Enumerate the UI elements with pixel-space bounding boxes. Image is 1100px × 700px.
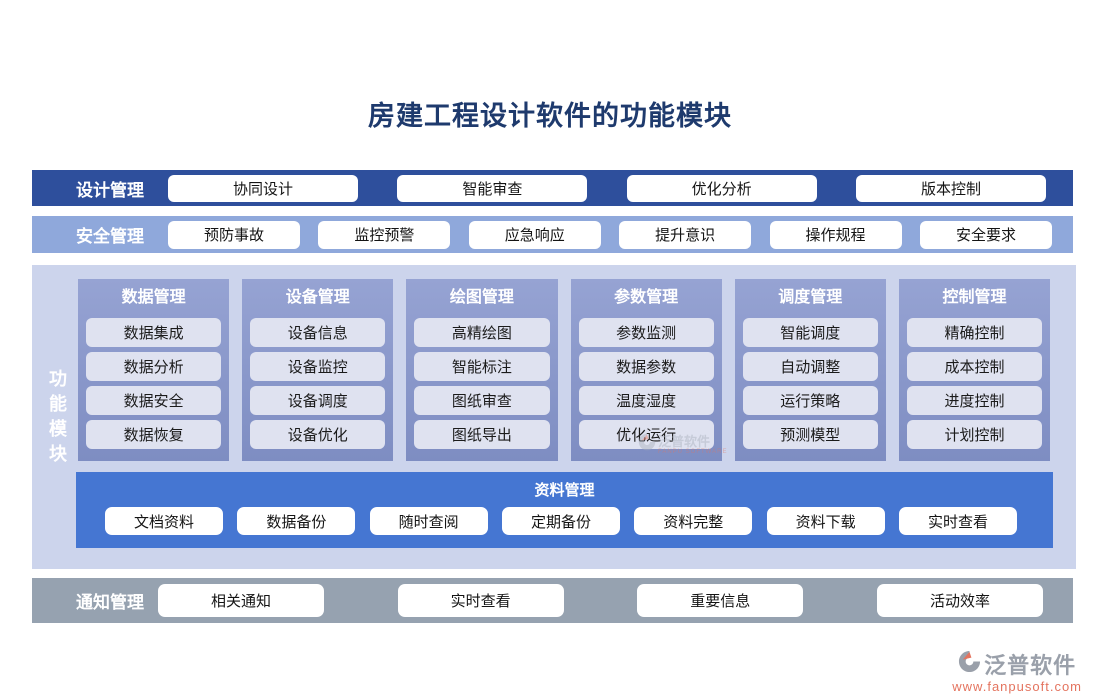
module-item[interactable]: 温度湿度 <box>578 386 714 415</box>
material-bar-label: 资料管理 <box>534 482 595 499</box>
related-notice-button[interactable]: 相关通知 <box>158 584 324 617</box>
data-backup-button[interactable]: 数据备份 <box>237 507 356 535</box>
column-parameter-management: 参数管理 参数监测 数据参数 温度湿度 优化运行 <box>570 279 722 461</box>
notice-bar-label: 通知管理 <box>76 593 144 612</box>
operation-rules-button[interactable]: 操作规程 <box>769 220 902 249</box>
module-item[interactable]: 智能标注 <box>414 352 550 381</box>
material-download-button[interactable]: 资料下载 <box>766 507 885 535</box>
notice-management-bar: 通知管理 相关通知 实时查看 重要信息 活动效率 <box>32 578 1073 623</box>
accident-prevention-button[interactable]: 预防事故 <box>168 220 300 249</box>
material-complete-button[interactable]: 资料完整 <box>634 507 753 535</box>
monitor-warning-button[interactable]: 监控预警 <box>318 220 451 249</box>
emergency-response-button[interactable]: 应急响应 <box>468 220 601 249</box>
column-header: 参数管理 <box>614 289 679 306</box>
column-header: 控制管理 <box>942 289 1007 306</box>
function-modules-panel: 功能模块 数据管理 数据集成 数据分析 数据安全 数据恢复 设备管理 设备信息 … <box>32 265 1076 569</box>
module-item[interactable]: 自动调整 <box>742 352 878 381</box>
version-control-button[interactable]: 版本控制 <box>855 174 1046 202</box>
module-item[interactable]: 图纸导出 <box>414 420 550 449</box>
column-equipment-management: 设备管理 设备信息 设备监控 设备调度 设备优化 <box>242 279 394 461</box>
module-item[interactable]: 高精绘图 <box>414 318 550 347</box>
awareness-button[interactable]: 提升意识 <box>619 220 752 249</box>
module-item[interactable]: 设备优化 <box>250 420 386 449</box>
activity-efficiency-button[interactable]: 活动效率 <box>876 584 1043 617</box>
module-item[interactable]: 计划控制 <box>906 420 1043 449</box>
module-item[interactable]: 预测模型 <box>742 420 878 449</box>
module-item[interactable]: 图纸审查 <box>414 386 550 415</box>
column-drawing-management: 绘图管理 高精绘图 智能标注 图纸审查 图纸导出 <box>406 279 558 461</box>
module-item[interactable]: 设备调度 <box>250 386 386 415</box>
important-info-button[interactable]: 重要信息 <box>637 584 804 617</box>
page-title: 房建工程设计软件的功能模块 <box>368 101 732 131</box>
column-header: 调度管理 <box>778 289 843 306</box>
safety-bar-buttons: 预防事故 监控预警 应急响应 提升意识 操作规程 安全要求 <box>158 220 1073 249</box>
column-header: 设备管理 <box>285 289 350 306</box>
module-item[interactable]: 数据参数 <box>578 352 714 381</box>
design-bar-buttons: 协同设计 智能审查 优化分析 版本控制 <box>158 174 1073 202</box>
scheduled-backup-button[interactable]: 定期备份 <box>501 507 620 535</box>
fanpu-logo: 泛普软件 www.fanpusoft.com <box>952 648 1082 694</box>
anytime-view-button[interactable]: 随时查阅 <box>369 507 488 535</box>
column-dispatch-management: 调度管理 智能调度 自动调整 运行策略 预测模型 <box>734 279 886 461</box>
realtime-view-button[interactable]: 实时查看 <box>898 507 1017 535</box>
logo-url: www.fanpusoft.com <box>952 679 1082 694</box>
column-header: 数据管理 <box>121 289 186 306</box>
smart-review-button[interactable]: 智能审查 <box>397 174 588 202</box>
module-item[interactable]: 参数监测 <box>578 318 714 347</box>
document-material-button[interactable]: 文档资料 <box>105 507 223 535</box>
module-item[interactable]: 优化运行 <box>578 420 714 449</box>
realtime-view-notice-button[interactable]: 实时查看 <box>397 584 564 617</box>
module-item[interactable]: 数据分析 <box>86 352 222 381</box>
column-control-management: 控制管理 精确控制 成本控制 进度控制 计划控制 <box>898 279 1051 461</box>
optimize-analysis-button[interactable]: 优化分析 <box>626 174 817 202</box>
module-item[interactable]: 智能调度 <box>742 318 878 347</box>
material-management-bar: 资料管理 文档资料 数据备份 随时查阅 定期备份 资料完整 资料下载 实时查看 <box>76 472 1053 548</box>
design-management-bar: 设计管理 协同设计 智能审查 优化分析 版本控制 <box>32 170 1073 206</box>
module-item[interactable]: 成本控制 <box>906 352 1043 381</box>
safety-requirements-button[interactable]: 安全要求 <box>919 220 1052 249</box>
function-modules-side-label: 功能模块 <box>49 369 67 464</box>
module-item[interactable]: 进度控制 <box>906 386 1043 415</box>
safety-bar-label: 安全管理 <box>76 227 144 246</box>
collab-design-button[interactable]: 协同设计 <box>168 174 358 202</box>
module-item[interactable]: 设备监控 <box>250 352 386 381</box>
module-item[interactable]: 数据恢复 <box>86 420 222 449</box>
design-bar-label: 设计管理 <box>76 180 144 200</box>
module-item[interactable]: 设备信息 <box>250 318 386 347</box>
column-header: 绘图管理 <box>449 289 514 306</box>
module-item[interactable]: 运行策略 <box>742 386 878 415</box>
column-data-management: 数据管理 数据集成 数据分析 数据安全 数据恢复 <box>78 279 230 461</box>
safety-management-bar: 安全管理 预防事故 监控预警 应急响应 提升意识 操作规程 安全要求 <box>32 216 1073 253</box>
material-bar-buttons: 文档资料 数据备份 随时查阅 定期备份 资料完整 资料下载 实时查看 <box>76 500 1053 535</box>
module-item[interactable]: 精确控制 <box>906 318 1043 347</box>
module-item[interactable]: 数据安全 <box>86 386 222 415</box>
module-item[interactable]: 数据集成 <box>86 318 222 347</box>
fanpu-logo-icon <box>958 650 981 678</box>
notice-bar-buttons: 相关通知 实时查看 重要信息 活动效率 <box>158 584 1073 617</box>
module-columns: 数据管理 数据集成 数据分析 数据安全 数据恢复 设备管理 设备信息 设备监控 … <box>78 279 1051 461</box>
logo-name: 泛普软件 <box>984 653 1077 678</box>
